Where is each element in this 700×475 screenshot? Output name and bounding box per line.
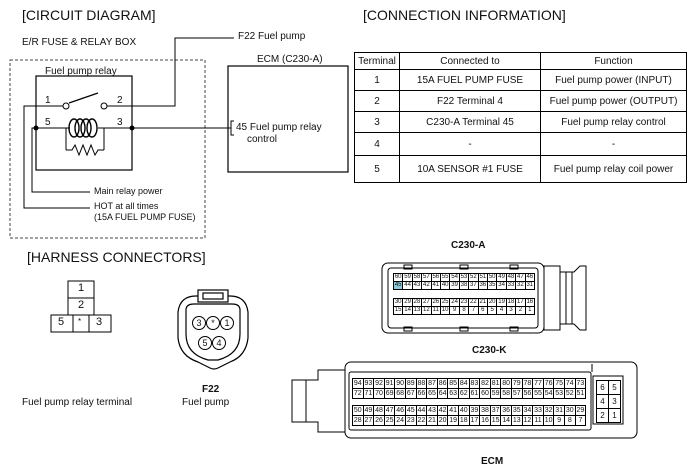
wire-hot bbox=[23, 105, 90, 209]
cell-function: Fuel pump power (INPUT) bbox=[540, 69, 687, 91]
ecm-connector-label: ECM bbox=[481, 456, 504, 467]
relay-term-pin-2: 2 bbox=[78, 299, 85, 311]
table-row: 4 - - bbox=[354, 132, 687, 156]
fuse-relay-box-outline bbox=[9, 59, 206, 239]
c230k-pin: 7 bbox=[574, 415, 587, 426]
f22-connector bbox=[177, 289, 249, 370]
header-terminal: Terminal bbox=[354, 52, 400, 70]
node-pin5 bbox=[33, 125, 39, 131]
ecm-box bbox=[227, 65, 349, 173]
ecm-pin-bracket bbox=[230, 120, 234, 136]
f22-label: F22 Fuel pump bbox=[238, 31, 306, 42]
table-row: 1 15A FUEL PUMP FUSE Fuel pump power (IN… bbox=[354, 69, 687, 91]
ecm-pin-line1: 45 Fuel pump relay bbox=[236, 122, 322, 133]
c230k-side-pin: 3 bbox=[608, 394, 621, 409]
relay-terminal-connector bbox=[50, 280, 112, 333]
switch-contact-2 bbox=[100, 102, 108, 110]
node-pin3 bbox=[129, 125, 135, 131]
table-header-row: Terminal Connected to Function bbox=[354, 52, 687, 70]
cell-function: - bbox=[540, 132, 687, 156]
harness-title: [HARNESS CONNECTORS] bbox=[27, 249, 206, 265]
relay-pin-3: 3 bbox=[117, 117, 123, 128]
table-row: 5 10A SENSOR #1 FUSE Fuel pump relay coi… bbox=[354, 155, 687, 183]
c230k-pin: 51 bbox=[574, 388, 587, 399]
table-row: 3 C230-A Terminal 45 Fuel pump relay con… bbox=[354, 111, 687, 133]
cell-connected: - bbox=[399, 132, 541, 156]
f22-pin: 4 bbox=[212, 336, 226, 350]
connection-table: Terminal Connected to Function 1 15A FUE… bbox=[354, 52, 687, 183]
relay-label: Fuel pump relay bbox=[45, 66, 117, 77]
cell-connected: 15A FUEL PUMP FUSE bbox=[399, 69, 541, 91]
header-function: Function bbox=[540, 52, 687, 70]
ecm-pin-line2: control bbox=[247, 134, 278, 145]
wire-f22 bbox=[132, 37, 234, 107]
cell-terminal: 5 bbox=[354, 155, 400, 183]
c230a-pin: 31 bbox=[524, 281, 535, 290]
f22-pin: 1 bbox=[220, 316, 234, 330]
header-connected: Connected to bbox=[399, 52, 541, 70]
cell-connected: F22 Terminal 4 bbox=[399, 90, 541, 112]
c230a-label: C230-A bbox=[451, 240, 486, 251]
relay-terminal-caption: Fuel pump relay terminal bbox=[22, 397, 133, 408]
ecm-label: ECM (C230-A) bbox=[257, 54, 323, 65]
f22-caption: Fuel pump bbox=[182, 397, 230, 408]
relay-term-pin-3: 3 bbox=[96, 316, 103, 328]
cell-terminal: 3 bbox=[354, 111, 400, 133]
f22-pin: 3 bbox=[192, 316, 206, 330]
relay-outline bbox=[35, 75, 133, 171]
relay-term-pin-1: 1 bbox=[78, 282, 85, 294]
c230k-side-pin: 1 bbox=[608, 408, 621, 423]
connection-title: [CONNECTION INFORMATION] bbox=[363, 7, 566, 23]
c230k-connector bbox=[291, 361, 638, 439]
hot-label-line2: (15A FUEL PUMP FUSE) bbox=[94, 212, 196, 222]
c230a-pin: 1 bbox=[524, 306, 535, 315]
relay-pin-2: 2 bbox=[117, 95, 123, 106]
relay-pin-1: 1 bbox=[45, 95, 51, 106]
cell-terminal: 4 bbox=[354, 132, 400, 156]
f22-pin: * bbox=[206, 316, 220, 330]
c230k-label: C230-K bbox=[472, 345, 507, 356]
cell-connected: 10A SENSOR #1 FUSE bbox=[399, 155, 541, 183]
switch-contact-1 bbox=[62, 102, 70, 110]
circuit-title: [CIRCUIT DIAGRAM] bbox=[22, 7, 156, 23]
c230k-side-pin: 5 bbox=[608, 380, 621, 395]
cell-function: Fuel pump power (OUTPUT) bbox=[540, 90, 687, 112]
relay-coil bbox=[68, 118, 98, 138]
relay-term-pin-star: * bbox=[78, 317, 82, 326]
cell-function: Fuel pump relay coil power bbox=[540, 155, 687, 183]
switch-arm bbox=[68, 92, 99, 104]
table-row: 2 F22 Terminal 4 Fuel pump power (OUTPUT… bbox=[354, 90, 687, 112]
cell-terminal: 1 bbox=[354, 69, 400, 91]
cell-terminal: 2 bbox=[354, 90, 400, 112]
f22-pin: 5 bbox=[198, 336, 212, 350]
cell-function: Fuel pump relay control bbox=[540, 111, 687, 133]
fuse-box-label: E/R FUSE & RELAY BOX bbox=[22, 37, 137, 48]
c230a-connector bbox=[381, 262, 587, 334]
relay-term-pin-5: 5 bbox=[58, 316, 65, 328]
hot-label-line1: HOT at all times bbox=[94, 201, 159, 211]
relay-pin-5: 5 bbox=[45, 117, 51, 128]
resistor bbox=[66, 143, 104, 157]
main-relay-label: Main relay power bbox=[94, 186, 163, 196]
f22-id: F22 bbox=[202, 384, 220, 395]
c230k-side-pin: 2 bbox=[596, 408, 609, 423]
wire-main-relay bbox=[31, 127, 90, 193]
cell-connected: C230-A Terminal 45 bbox=[399, 111, 541, 133]
